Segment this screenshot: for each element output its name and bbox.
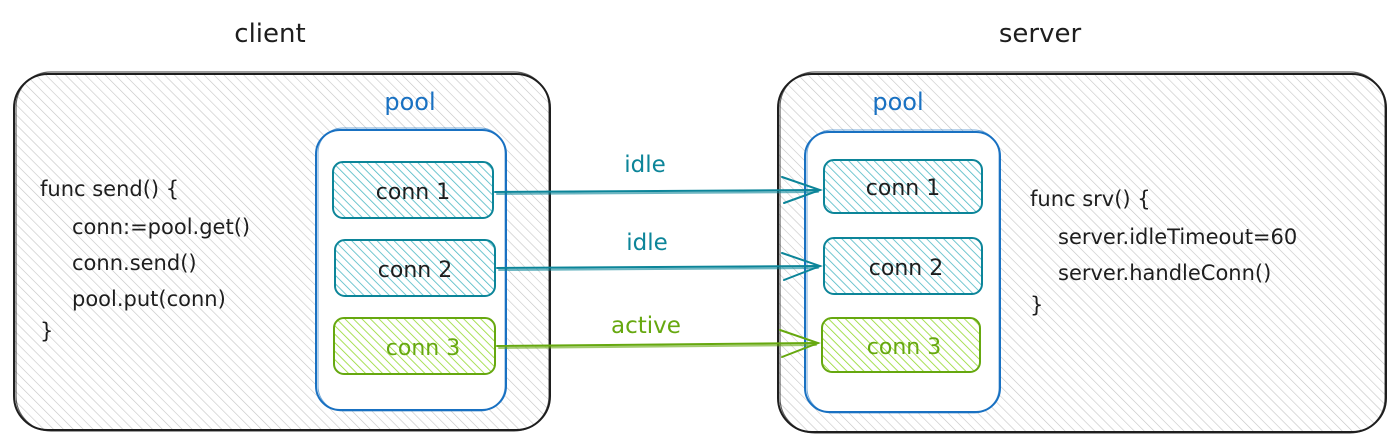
server-code-block: func srv() { server.idleTimeout=60 serve… xyxy=(1030,187,1297,317)
link-label-2: idle xyxy=(626,230,668,256)
arrow-conn-2 xyxy=(496,252,823,281)
server-code-line-4: } xyxy=(1030,293,1043,317)
client-code-line-2: conn:=pool.get() xyxy=(72,215,250,239)
server-code-line-3: server.handleConn() xyxy=(1058,261,1271,285)
server-conn-2: conn 2 xyxy=(823,237,983,295)
link-label-1: idle xyxy=(624,152,666,178)
client-conn-2: conn 2 xyxy=(334,239,496,297)
server-pool-label: pool xyxy=(872,88,923,116)
server-conn-2-label: conn 2 xyxy=(869,256,943,281)
client-code-block: func send() { conn:=pool.get() conn.send… xyxy=(40,177,250,343)
client-code-line-3: conn.send() xyxy=(72,251,197,275)
arrow-conn-1 xyxy=(494,176,824,204)
server-code-line-1: func srv() { xyxy=(1030,187,1151,211)
client-conn-2-label: conn 2 xyxy=(378,258,452,283)
client-conn-3-label: conn 3 xyxy=(386,336,460,361)
server-conn-3: conn 3 xyxy=(821,317,981,373)
server-conn-1: conn 1 xyxy=(823,159,983,214)
client-pool-label: pool xyxy=(384,88,435,116)
client-conn-1: conn 1 xyxy=(332,161,494,219)
client-code-line-1: func send() { xyxy=(40,177,179,201)
server-conn-3-label: conn 3 xyxy=(867,335,941,360)
server-code-line-2: server.idleTimeout=60 xyxy=(1058,225,1297,249)
arrow-conn-3 xyxy=(496,329,821,358)
client-conn-3: conn 3 xyxy=(333,317,496,375)
server-conn-1-label: conn 1 xyxy=(866,176,940,201)
link-label-3: active xyxy=(611,313,681,339)
client-title: client xyxy=(234,19,305,49)
client-conn-1-label: conn 1 xyxy=(376,180,450,205)
server-title: server xyxy=(999,19,1082,49)
client-code-line-5: } xyxy=(40,319,53,343)
client-code-line-4: pool.put(conn) xyxy=(72,287,226,311)
